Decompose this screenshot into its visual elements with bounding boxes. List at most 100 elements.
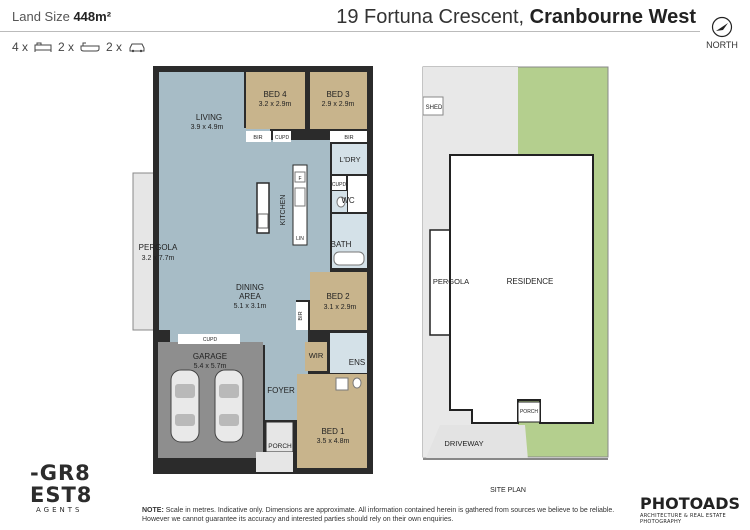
ens-label: ENS	[349, 358, 365, 367]
header-divider	[0, 31, 700, 32]
pergola-label: PERGOLA	[139, 243, 178, 252]
property-address: 19 Fortuna Crescent, Cranbourne West	[336, 6, 696, 29]
linen-label: LIN	[296, 236, 304, 242]
disclaimer-note: NOTE: Scale in metres. Indicative only. …	[142, 506, 642, 524]
residence-block	[449, 154, 594, 424]
kitchen-label: KITCHEN	[280, 195, 287, 226]
site-porch-block	[517, 401, 541, 423]
living-dining-area	[159, 72, 330, 420]
kitchen-island	[256, 182, 270, 234]
wc-label: WC	[341, 196, 355, 205]
foyer-label: FOYER	[267, 386, 295, 395]
note-label: NOTE:	[142, 507, 164, 514]
bed3-size: 2.9 x 2.9m	[322, 101, 355, 108]
driveway	[425, 425, 528, 460]
bir-bed4	[246, 131, 271, 142]
bed2-room	[310, 272, 367, 330]
car-right-icon	[214, 369, 244, 443]
ensuite-toilet-icon	[352, 377, 362, 389]
linen-shelves	[348, 176, 367, 212]
garage-cupd	[178, 334, 240, 344]
ensuite-shower-icon	[335, 377, 349, 391]
pergola-size: 3.2 x 7.7m	[142, 255, 175, 262]
bed4-size: 3.2 x 2.9m	[259, 101, 292, 108]
wir-label: WIR	[309, 351, 324, 360]
studio-logo: PHOTOADS ARCHITECTURE & REAL ESTATE PHOT…	[640, 494, 750, 525]
bed4-room	[246, 72, 305, 129]
dining-label-1: DINING	[236, 283, 264, 292]
sink-icon	[257, 213, 269, 229]
bath-label: BATH	[331, 240, 352, 249]
fridge-label: F	[298, 176, 301, 182]
ensuite-room	[330, 333, 367, 373]
bath-icon	[80, 42, 100, 52]
bed1-room	[297, 374, 367, 468]
bed4-label: BED 4	[263, 90, 287, 99]
cupd-upper-label: CUPD	[275, 135, 290, 141]
shed-block	[422, 96, 444, 116]
bed1-label: BED 1	[321, 427, 345, 436]
bed1-size: 3.5 x 4.8m	[317, 438, 350, 445]
agency-logo-line-2: EST8	[30, 483, 93, 507]
driveway-label: DRIVEWAY	[444, 439, 483, 448]
bir-bed4-label: BIR	[253, 135, 262, 141]
bir-bed3	[330, 131, 367, 142]
kitchen-bench	[292, 164, 308, 246]
toilet-icon	[336, 196, 346, 208]
dining-label-2: AREA	[239, 292, 261, 301]
compass-icon	[711, 16, 733, 38]
bed-icon	[34, 42, 52, 52]
address-street: 19 Fortuna Crescent,	[336, 6, 525, 28]
cupd-laundry	[332, 176, 346, 190]
north-indicator: NORTH	[704, 16, 740, 50]
land-size-value: 448m²	[73, 9, 112, 24]
dining-size: 5.1 x 3.1m	[234, 303, 267, 310]
agency-logo-sub: AGENTS	[36, 506, 83, 514]
wir-room	[305, 342, 327, 371]
living-label: LIVING	[196, 113, 222, 122]
bir-bed2-label: BIR	[298, 311, 304, 320]
bed3-room	[310, 72, 367, 129]
cupd-upper	[273, 131, 291, 142]
laundry-label: L'DRY	[339, 155, 360, 164]
cooktop-icon	[294, 187, 306, 207]
laundry-room	[332, 144, 367, 174]
site-pergola-label: PERGOLA	[433, 277, 469, 286]
porch-label: PORCH	[268, 443, 292, 450]
studio-tagline: ARCHITECTURE & REAL ESTATE PHOTOGRAPHY	[640, 513, 726, 525]
bed-count: 4 x	[12, 40, 29, 54]
cupd-laundry-label: CUPD	[332, 182, 347, 188]
car-count: 2 x	[106, 40, 123, 54]
site-plan-title: SITE PLAN	[490, 487, 526, 494]
agency-logo: -GR8 EST8 AGENTS	[30, 462, 92, 514]
residence-label: RESIDENCE	[507, 277, 554, 286]
garage-size: 5.4 x 5.7m	[194, 363, 227, 370]
bath-count: 2 x	[58, 40, 75, 54]
garage-cupd-label: CUPD	[203, 337, 218, 343]
bathtub-icon	[333, 251, 365, 266]
living-size: 3.9 x 4.9m	[191, 124, 224, 131]
fridge-icon	[294, 171, 306, 183]
car-icon	[129, 43, 145, 53]
land-size-label: Land Size	[12, 9, 70, 24]
car-left-icon	[170, 369, 200, 443]
site-porch-label: PORCH	[520, 409, 538, 415]
feature-counts: 4 x 2 x 2 x	[12, 40, 146, 54]
foyer-area	[265, 345, 297, 420]
bir-bed2	[296, 302, 308, 330]
shed-label: SHED	[426, 105, 443, 111]
address-suburb: Cranbourne West	[529, 6, 696, 28]
land-size: Land Size 448m²	[12, 9, 111, 24]
note-line-2: However we cannot guarantee its accuracy…	[142, 516, 454, 523]
north-label: NORTH	[706, 40, 738, 50]
porch-step	[256, 452, 293, 472]
bed2-size: 3.1 x 2.9m	[324, 304, 357, 311]
bir-bed3-label: BIR	[344, 135, 353, 141]
studio-name: PHOTOADS	[640, 494, 740, 513]
bed3-label: BED 3	[326, 90, 350, 99]
garage-label: GARAGE	[193, 352, 227, 361]
agency-logo-line-1: -GR8	[30, 461, 91, 485]
bed2-label: BED 2	[326, 292, 350, 301]
note-line-1: Scale in metres. Indicative only. Dimens…	[165, 507, 615, 514]
